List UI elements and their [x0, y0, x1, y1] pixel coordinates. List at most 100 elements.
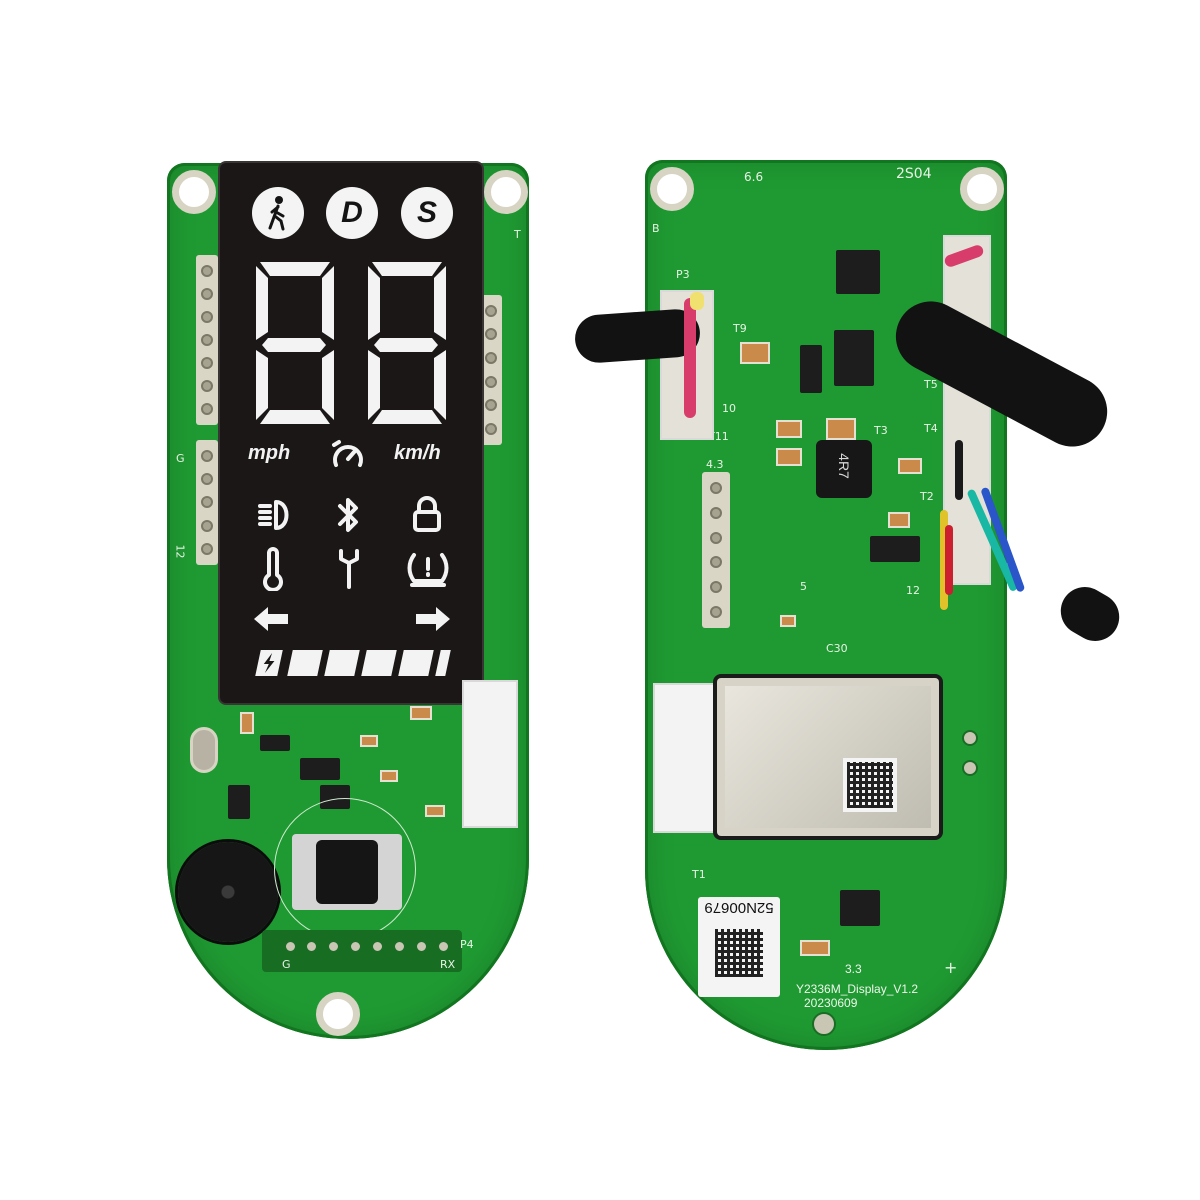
- transistor: [228, 785, 250, 819]
- solder-pad: [962, 730, 978, 746]
- silk-t3: T3: [874, 424, 888, 437]
- silk-c30: C30: [826, 642, 848, 655]
- cable-left: [573, 307, 702, 365]
- smd-component: [740, 342, 770, 364]
- pin-header-right: [480, 295, 502, 445]
- solder-pad: [415, 940, 428, 953]
- smd-component: [780, 615, 796, 627]
- smd-component: [776, 448, 802, 466]
- battery-bar: [435, 650, 451, 676]
- smd-component: [380, 770, 398, 782]
- bluetooth-icon: [338, 498, 358, 532]
- pin-header-left-lower: [196, 440, 218, 565]
- thermometer-icon: [263, 547, 283, 591]
- battery-bar: [361, 650, 397, 676]
- pin-header-back: [702, 472, 730, 628]
- ic-chip: [260, 735, 290, 751]
- mount-hole: [960, 167, 1004, 211]
- mount-hole: [484, 170, 528, 214]
- silk-12: 12: [906, 584, 920, 597]
- right-arrow-icon: [416, 607, 450, 631]
- smd-component: [898, 458, 922, 474]
- solder-pad: [349, 940, 362, 953]
- silk-t5: T5: [924, 378, 938, 391]
- inductor-marking: 4R7: [836, 453, 852, 479]
- battery-bar: [287, 650, 323, 676]
- solder-pad: [327, 940, 340, 953]
- led: [190, 727, 218, 773]
- wrench-icon: [339, 549, 359, 589]
- wire-red: [684, 298, 696, 418]
- silk-rx: RX: [440, 958, 456, 971]
- wire-black: [955, 440, 963, 500]
- cable-right-lower: [1052, 578, 1128, 650]
- speed-digits: [256, 262, 446, 424]
- silk-g: G: [176, 452, 185, 465]
- regulator-ic: [834, 330, 874, 386]
- silk-p3: P3: [676, 268, 690, 281]
- smd-component: [800, 940, 830, 956]
- inductor: 4R7: [816, 440, 872, 498]
- pin-header-left-upper: [196, 255, 218, 425]
- smd-component: [360, 735, 378, 747]
- wire-yellow: [690, 292, 704, 310]
- mount-hole: [316, 992, 360, 1036]
- silk-b: B: [652, 222, 660, 235]
- left-arrow-icon: [254, 607, 288, 631]
- wire-yellow-2: [940, 510, 948, 610]
- smd-component: [425, 805, 445, 817]
- date-label: 20230609: [804, 996, 858, 1010]
- silk-3.3: 3.3: [845, 962, 862, 976]
- mount-hole: [172, 170, 216, 214]
- silk-4.3: 4.3: [706, 458, 724, 471]
- silk-6.6: 6.6: [744, 170, 764, 184]
- ribbon-connector: [462, 680, 518, 828]
- smd-component: [826, 418, 856, 440]
- diode: [870, 536, 920, 562]
- headlight-icon: [258, 500, 289, 530]
- unit-kmh: km/h: [394, 442, 441, 464]
- battery-bar: [324, 650, 360, 676]
- silk-plus: +: [944, 958, 958, 977]
- ic-chip: [840, 890, 880, 926]
- silk-t9: T9: [733, 322, 747, 335]
- smd-component: [776, 420, 802, 438]
- tactile-button[interactable]: [292, 834, 402, 910]
- smd-component: [240, 712, 254, 734]
- silk-t: T: [514, 228, 521, 241]
- sticker-qr-code: [711, 925, 767, 981]
- drive-mode-badge: D: [326, 187, 378, 239]
- wire-red-2: [945, 525, 953, 595]
- solder-pad: [305, 940, 318, 953]
- model-label: Y2336M_Display_V1.2: [796, 982, 919, 996]
- module-qr-code: [843, 758, 897, 812]
- silk-2s04: 2S04: [896, 166, 932, 182]
- ic-chip: [300, 758, 340, 780]
- lock-icon: [413, 496, 441, 532]
- ic-chip: [836, 250, 880, 294]
- silk-t2: T2: [920, 490, 934, 503]
- tire-pressure-icon: [407, 553, 449, 587]
- silk-g-bottom: G: [282, 958, 291, 971]
- silk-t4: T4: [924, 422, 938, 435]
- mount-hole: [650, 167, 694, 211]
- sticker-serial-text: 52N00679: [704, 899, 774, 916]
- unit-mph: mph: [248, 442, 291, 464]
- buzzer: [178, 842, 278, 942]
- walk-mode-icon: [252, 187, 304, 239]
- silk-p4: P4: [460, 938, 474, 951]
- smd-component: [410, 706, 432, 720]
- solder-pad: [393, 940, 406, 953]
- smd-component: [888, 512, 910, 528]
- ribbon-connector: [653, 683, 717, 833]
- silk-5: 5: [800, 580, 807, 593]
- cruise-speedometer-icon: [332, 440, 363, 467]
- solder-pad: [812, 1012, 836, 1036]
- wireless-module: [717, 678, 939, 836]
- silk-10: 10: [722, 402, 736, 415]
- solder-pad: [962, 760, 978, 776]
- solder-pad: [284, 940, 297, 953]
- lcd-display: D S mph km/h: [220, 163, 482, 703]
- transistor: [800, 345, 822, 393]
- sport-mode-badge: S: [401, 187, 453, 239]
